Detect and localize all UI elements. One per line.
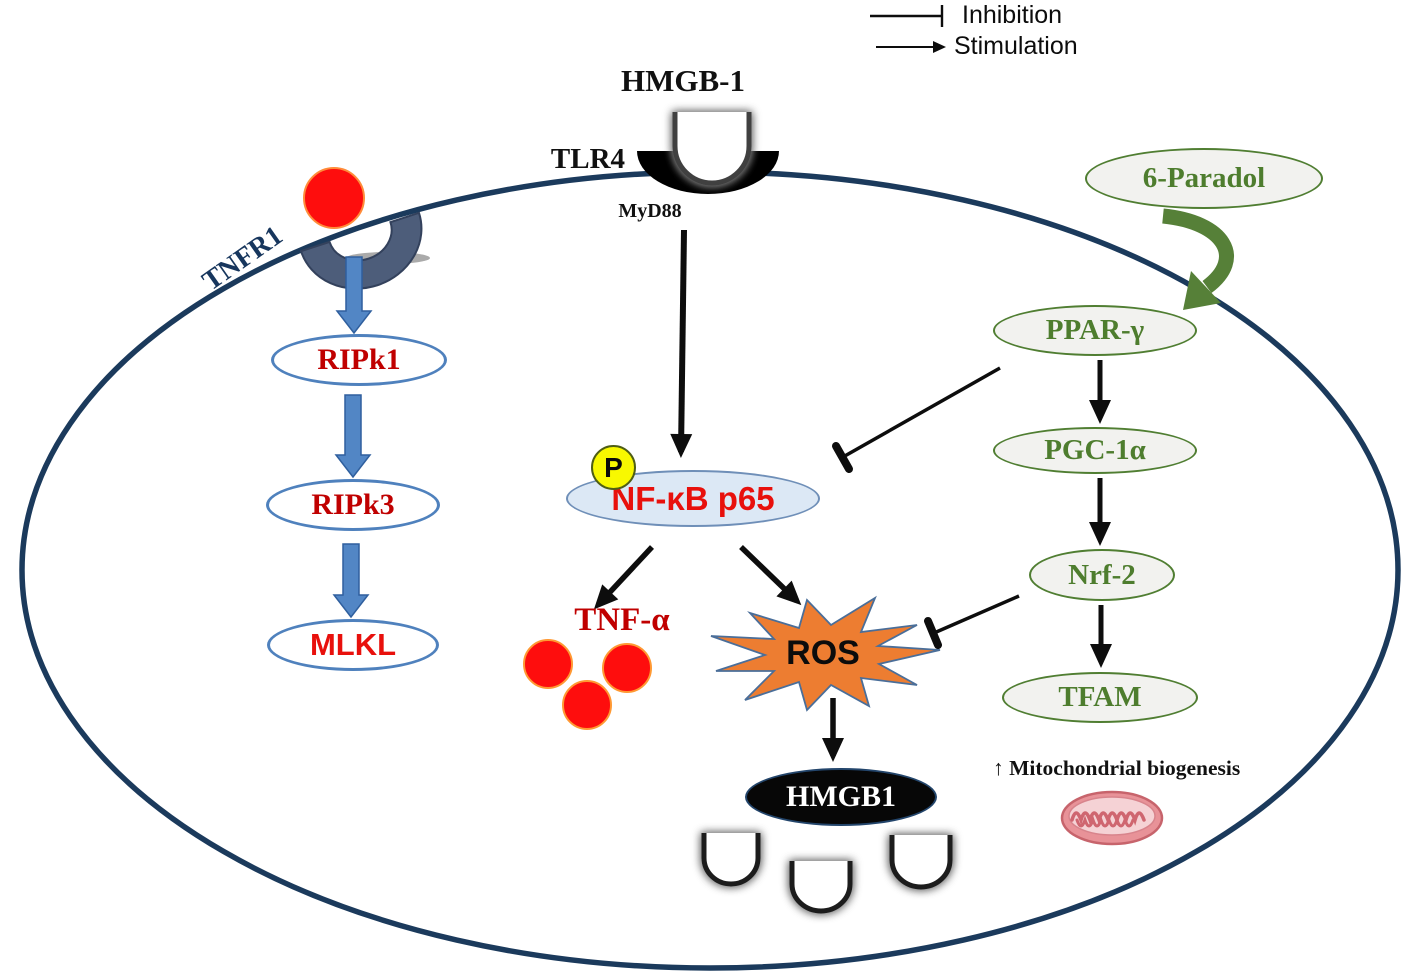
legend-inhibition-label: Inhibition	[962, 1, 1063, 29]
ros-starburst-icon	[710, 595, 941, 712]
hmgb1-molecule-icon	[889, 835, 953, 890]
legend-inhibition-glyph	[870, 5, 944, 27]
myd88-label: MyD88	[618, 200, 682, 222]
green-arrowhead	[1183, 271, 1221, 310]
node-nrf2: Nrf-2	[1029, 549, 1175, 601]
mitochondrial-biogenesis-label: ↑ Mitochondrial biogenesis	[993, 756, 1241, 780]
node-hmgb1-released: HMGB1	[745, 768, 937, 826]
green-curve	[1162, 208, 1234, 294]
tnfa-dot-icon	[602, 643, 652, 693]
hmgb1-molecule-icon	[701, 833, 761, 887]
node-ripk3: RIPk3	[266, 479, 440, 531]
hmgb1-molecule-icon	[789, 861, 853, 914]
node-nfkb-p65: NF-κB p65	[566, 470, 820, 527]
node-six-paradol: 6-Paradol	[1085, 148, 1323, 209]
arrow-tnfr1-to-ripk1	[335, 256, 373, 335]
ros-label: ROS	[786, 634, 860, 672]
inhibition-nrf2-to-ros	[924, 594, 1020, 649]
arrow-myd88-to-nfkb	[670, 229, 693, 458]
hmgb1-molecule-icon	[672, 112, 752, 186]
arrow-ripk3-to-mlkl	[332, 543, 370, 619]
arrow-nfkb-to-tnfa	[593, 545, 655, 610]
legend-stimulation-label: Stimulation	[954, 32, 1078, 60]
tnfa-dot-icon	[562, 680, 612, 730]
hmgb1-extracellular-label: HMGB-1	[621, 63, 745, 98]
node-ppar-gamma: PPAR-γ	[993, 305, 1197, 356]
arrow-ripk1-to-ripk3	[334, 394, 372, 479]
arrow-nfkb-to-ros	[739, 545, 802, 606]
tnfa-label: TNF-α	[574, 602, 670, 638]
tnfa-dot-icon	[523, 639, 573, 689]
tlr4-label: TLR4	[550, 143, 626, 175]
node-pgc1-alpha: PGC-1α	[993, 427, 1197, 474]
node-ripk1: RIPk1	[271, 334, 447, 386]
mitochondria-icon	[1060, 790, 1164, 846]
six-paradol-activation-arrow	[1162, 208, 1234, 310]
inhibition-pparg-to-nfkb	[832, 366, 1001, 473]
tnf-ligand-ball-icon	[303, 167, 365, 229]
node-tfam: TFAM	[1002, 672, 1198, 723]
phosphorylation-badge: P	[591, 445, 636, 490]
node-mlkl: MLKL	[267, 619, 439, 671]
